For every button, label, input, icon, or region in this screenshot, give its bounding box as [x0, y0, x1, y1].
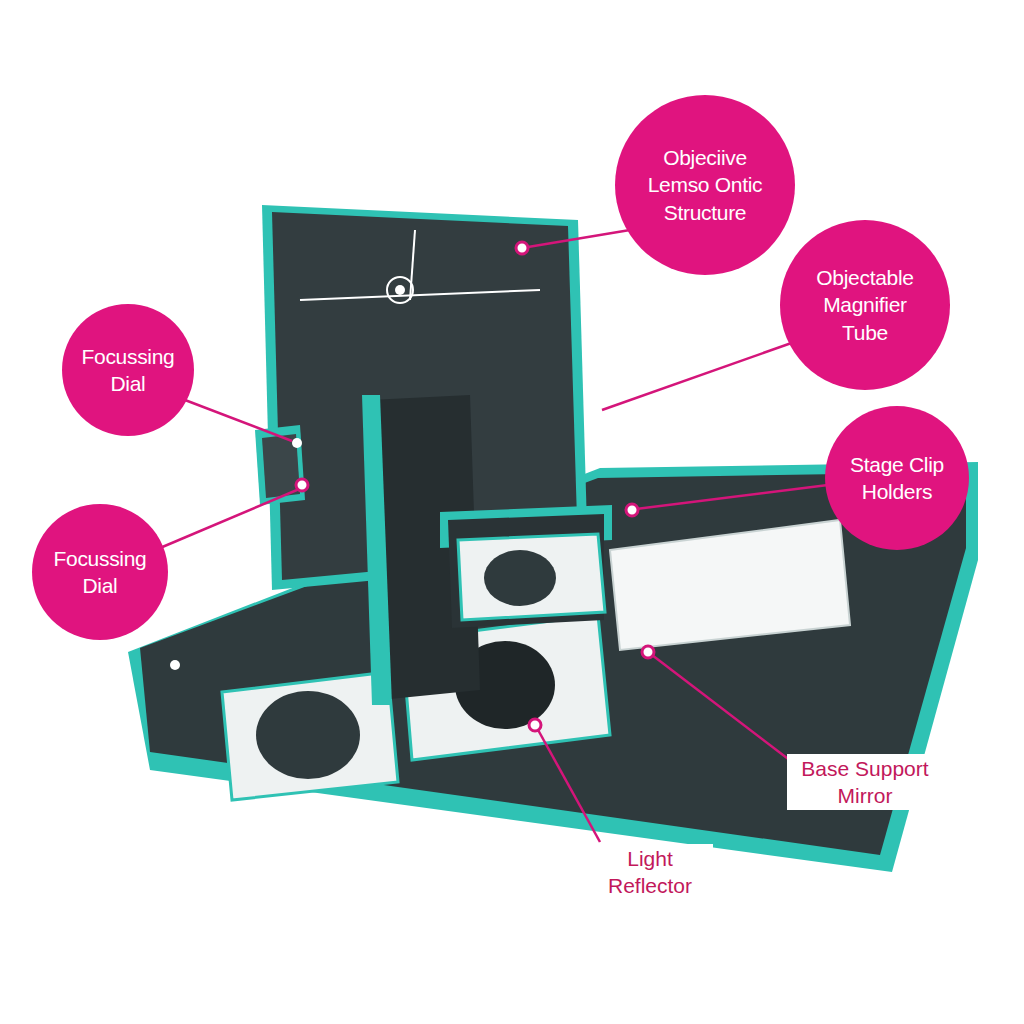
callout-text-group: Stage Clip Holders: [842, 451, 952, 506]
base-hole: [256, 691, 360, 779]
microscope-tower: [255, 205, 612, 705]
callout-circle: Stage Clip Holders: [825, 406, 969, 550]
stage-hole: [484, 550, 556, 606]
callout-circle: Focussing Dial: [62, 304, 194, 436]
panel-marking: [300, 290, 540, 300]
part-label: Base Support Mirror: [787, 754, 943, 811]
leader-dot: [516, 242, 528, 254]
callout-text-group: Objectable Magnifier Tube: [800, 264, 930, 346]
callout-text-group: Focussing Dial: [78, 343, 178, 398]
leader-line: [185, 400, 292, 441]
callout-text: Focussing Dial: [78, 343, 178, 398]
stage-plate: [458, 534, 605, 620]
part-label: Light Reflector: [587, 844, 713, 901]
leader-line: [160, 487, 304, 548]
leader-dots: [296, 242, 654, 731]
leader-dot: [626, 504, 638, 516]
leader-line: [652, 655, 800, 768]
leader-line: [636, 485, 828, 509]
leader-dot: [642, 646, 654, 658]
knob-rivet: [292, 438, 302, 448]
callout-text: Stage Clip Holders: [842, 451, 952, 506]
leader-dot: [529, 719, 541, 731]
column-edge: [362, 395, 392, 705]
leader-line: [537, 728, 600, 842]
stage-slot: [610, 520, 850, 650]
callout-text-group: Focussing Dial: [50, 545, 150, 600]
panel-target: [395, 285, 405, 295]
leader-line: [602, 340, 800, 410]
arm: [448, 514, 604, 628]
callout-text: Focussing Dial: [50, 545, 150, 600]
callout-text-group: Objeciive Lemso Ontic Structure: [635, 144, 775, 226]
callout-text: Objectable Magnifier Tube: [800, 264, 930, 346]
rivet: [170, 660, 180, 670]
leader-line: [522, 228, 642, 248]
leader-dot: [296, 479, 308, 491]
callout-circle: Objectable Magnifier Tube: [780, 220, 950, 390]
callout-text: Objeciive Lemso Ontic Structure: [635, 144, 775, 226]
panel-target: [387, 277, 413, 303]
callout-circle: Focussing Dial: [32, 504, 168, 640]
leader-lines: [160, 228, 828, 842]
base-plate: [140, 472, 966, 855]
callout-circle: Objeciive Lemso Ontic Structure: [615, 95, 795, 275]
